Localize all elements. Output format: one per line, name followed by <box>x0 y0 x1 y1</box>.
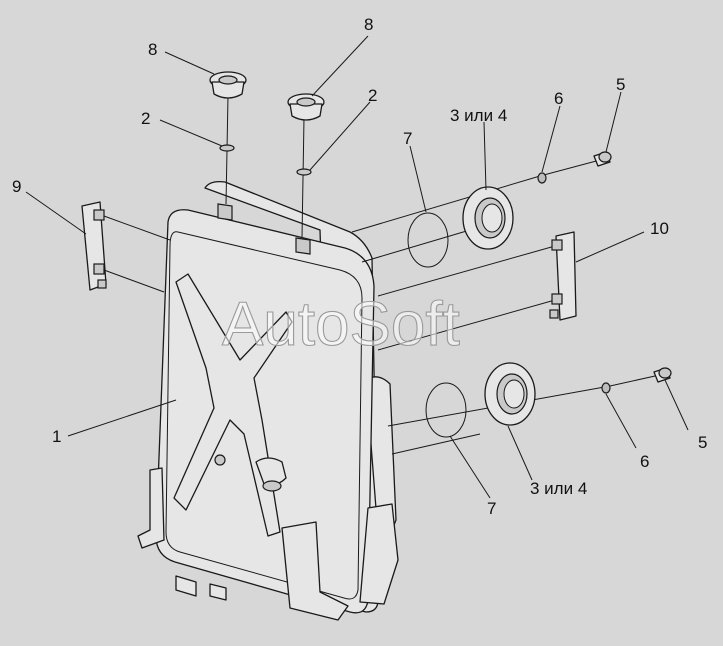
callout-6a: 6 <box>554 89 563 108</box>
small-washer-upper <box>537 172 547 184</box>
o-ring-lower <box>425 382 467 438</box>
callout-5a: 5 <box>616 75 625 94</box>
callout-2b: 2 <box>368 86 377 105</box>
callout-6b: 6 <box>640 452 649 471</box>
clamp-strap-left <box>81 201 107 291</box>
callout-3b: 3 или 4 <box>530 479 587 498</box>
leader-lines <box>25 35 689 499</box>
callout-3a: 3 или 4 <box>450 106 507 125</box>
flange-lower <box>484 362 536 426</box>
o-ring-upper <box>407 212 449 268</box>
plug-upper <box>593 151 612 167</box>
clamp-strap-right <box>549 231 577 321</box>
filler-cap-right <box>287 93 325 121</box>
tank-body <box>155 203 375 614</box>
tank-feet <box>137 467 399 621</box>
washer-left <box>219 144 235 152</box>
flange-upper <box>462 186 514 250</box>
callout-9: 9 <box>12 177 21 196</box>
callout-2a: 2 <box>141 109 150 128</box>
small-washer-lower <box>601 382 611 394</box>
callout-10: 10 <box>650 219 669 238</box>
callout-7a: 7 <box>403 129 412 148</box>
watermark-text: AutoSoft <box>222 290 460 359</box>
callout-8a: 8 <box>148 40 157 59</box>
callout-8b: 8 <box>364 15 373 34</box>
washer-right <box>296 168 312 176</box>
callout-5b: 5 <box>698 433 707 452</box>
filler-cap-left <box>209 71 247 99</box>
callout-1: 1 <box>52 427 61 446</box>
callout-7b: 7 <box>487 499 496 518</box>
plug-lower <box>653 367 672 383</box>
